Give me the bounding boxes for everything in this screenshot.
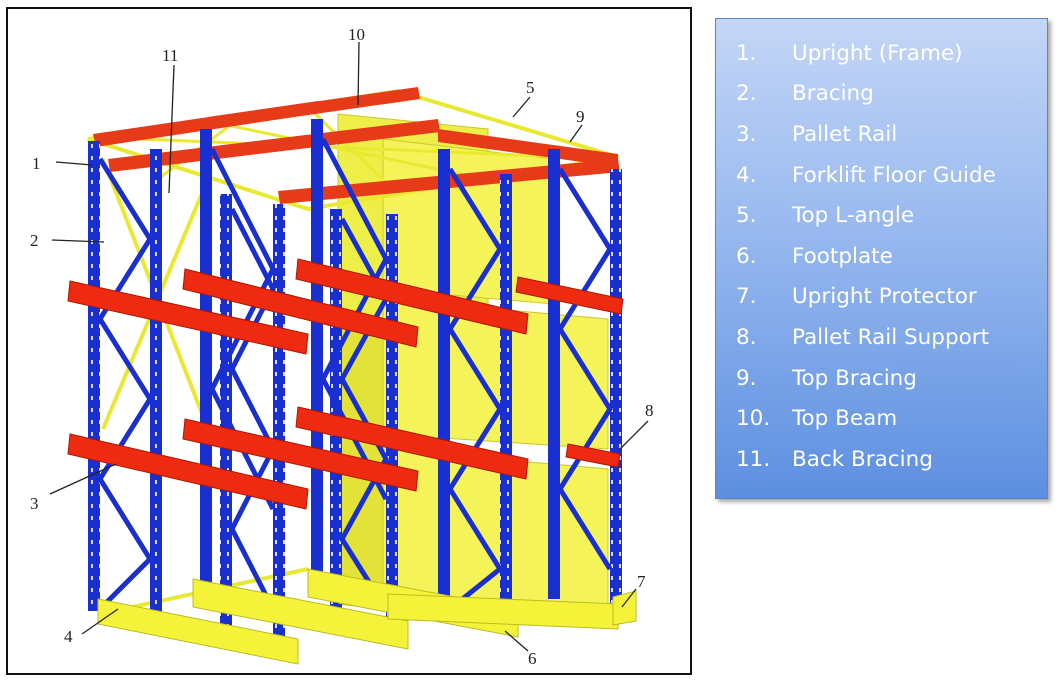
item-number: 9. — [736, 365, 757, 391]
item-number: 5. — [736, 203, 757, 229]
item-label: Bracing — [792, 81, 874, 107]
pallet-rails — [67, 258, 624, 510]
callout-10: 10 — [348, 25, 365, 44]
list-item: 7. Upright Protector — [716, 277, 1047, 318]
item-number: 1. — [736, 40, 757, 66]
callout-1: 1 — [32, 154, 41, 173]
item-number: 4. — [736, 162, 757, 188]
item-label: Upright Protector — [792, 284, 977, 310]
callout-3: 3 — [30, 494, 39, 513]
list-item: 4. Forklift Floor Guide — [716, 155, 1047, 196]
leader-lines — [49, 41, 649, 652]
item-label: Upright (Frame) — [792, 40, 963, 66]
drive-in-rack-illustration: 1 2 3 4 5 6 7 8 9 10 11 — [30, 25, 654, 668]
item-number: 6. — [736, 243, 757, 269]
list-item: 9. Top Bracing — [716, 358, 1047, 399]
item-number: 8. — [736, 324, 757, 350]
parts-legend: 1. Upright (Frame) 2. Bracing 3. Pallet Rai… — [715, 18, 1048, 499]
item-number: 2. — [736, 81, 757, 107]
item-label: Footplate — [792, 243, 893, 269]
item-label: Forklift Floor Guide — [792, 162, 996, 188]
callout-2: 2 — [30, 231, 39, 250]
item-label: Pallet Rail — [792, 121, 898, 147]
callout-8: 8 — [645, 401, 654, 420]
item-number: 3. — [736, 121, 757, 147]
diagram-frame: 1 2 3 4 5 6 7 8 9 10 11 — [6, 7, 692, 675]
callout-labels: 1 2 3 4 5 6 7 8 9 10 11 — [30, 25, 654, 668]
callout-9: 9 — [576, 107, 585, 126]
callout-7: 7 — [637, 572, 646, 591]
callout-5: 5 — [526, 78, 535, 97]
list-item: 3. Pallet Rail — [716, 114, 1047, 155]
item-label: Pallet Rail Support — [792, 324, 990, 350]
list-item: 8. Pallet Rail Support — [716, 317, 1047, 358]
list-item: 10. Top Beam — [716, 398, 1047, 439]
item-number: 7. — [736, 284, 757, 310]
list-item: 5. Top L-angle — [716, 195, 1047, 236]
list-item: 2. Bracing — [716, 74, 1047, 115]
list-item: 11. Back Bracing — [716, 439, 1047, 480]
item-label: Top Bracing — [792, 365, 917, 391]
item-number: 10. — [736, 406, 771, 432]
callout-11: 11 — [162, 46, 178, 65]
parts-list: 1. Upright (Frame) 2. Bracing 3. Pallet Rai… — [716, 19, 1047, 480]
item-number: 11. — [736, 446, 771, 472]
callout-4: 4 — [64, 627, 73, 646]
uprights — [88, 119, 622, 644]
list-item: 6. Footplate — [716, 236, 1047, 277]
list-item: 1. Upright (Frame) — [716, 33, 1047, 74]
item-label: Top L-angle — [792, 203, 915, 229]
forklift-floor-guides — [97, 568, 637, 665]
item-label: Top Beam — [792, 406, 898, 432]
item-label: Back Bracing — [792, 446, 933, 472]
callout-6: 6 — [528, 649, 537, 668]
